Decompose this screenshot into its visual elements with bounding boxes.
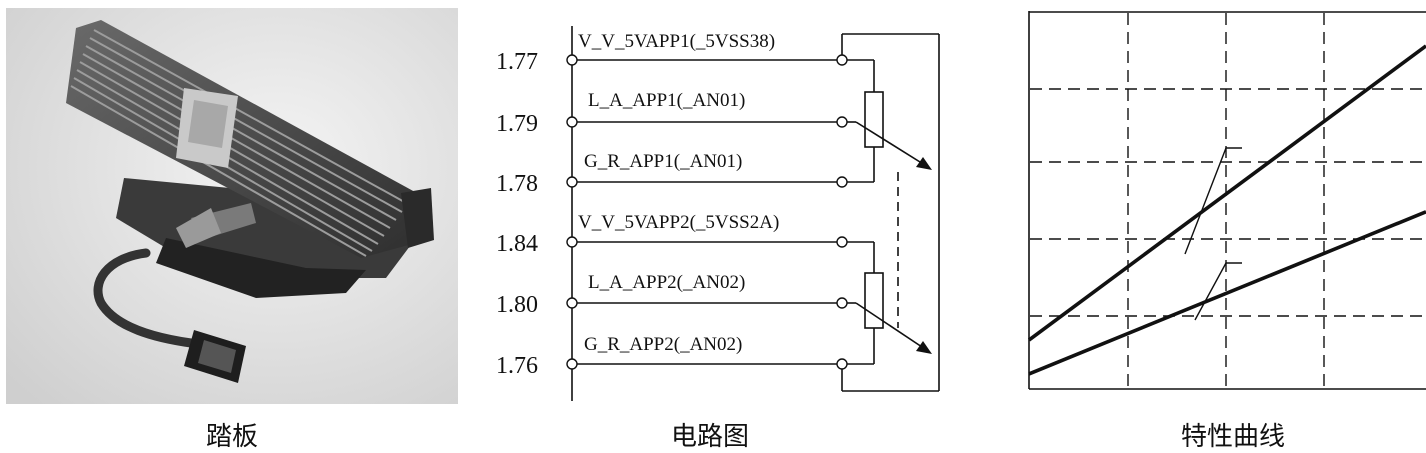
pin-value-6: 1.76 — [496, 353, 538, 379]
characteristic-chart — [1027, 11, 1426, 390]
pin-value-5: 1.80 — [496, 292, 538, 318]
series-line-1 — [1027, 44, 1426, 342]
chart-grid — [1030, 13, 1426, 388]
circuit-diagram-panel: 1.77 1.79 1.78 1.84 1.80 1.76 V_V_5VAPP1… — [490, 20, 950, 405]
pedal-photo — [6, 8, 458, 404]
caption-pedal: 踏板 — [205, 422, 258, 452]
pin-label-5: L_A_APP2(_AN02) — [588, 272, 745, 293]
series-layer — [1027, 44, 1426, 376]
pin-label-4: V_V_5VAPP2(_5VSS2A) — [578, 212, 779, 233]
pin-label-3: G_R_APP1(_AN01) — [584, 151, 742, 172]
caption-circuit: 电路图 — [670, 422, 749, 452]
pin-value-3: 1.78 — [496, 171, 538, 197]
pin-label-2: L_A_APP1(_AN01) — [588, 90, 745, 111]
pin-value-1: 1.77 — [496, 49, 538, 75]
pin-value-2: 1.79 — [496, 111, 538, 137]
pedal-photo-panel — [6, 8, 458, 404]
pin-label-6: G_R_APP2(_AN02) — [584, 334, 742, 355]
series-line-2 — [1028, 210, 1426, 376]
pin-label-1: V_V_5VAPP1(_5VSS38) — [578, 31, 775, 52]
circuit-diagram: 1.77 1.79 1.78 1.84 1.80 1.76 V_V_5VAPP1… — [496, 26, 940, 401]
caption-curve: 特性曲线 — [1180, 422, 1285, 452]
characteristic-curve-panel — [1027, 11, 1426, 392]
pin-value-4: 1.84 — [496, 231, 538, 257]
